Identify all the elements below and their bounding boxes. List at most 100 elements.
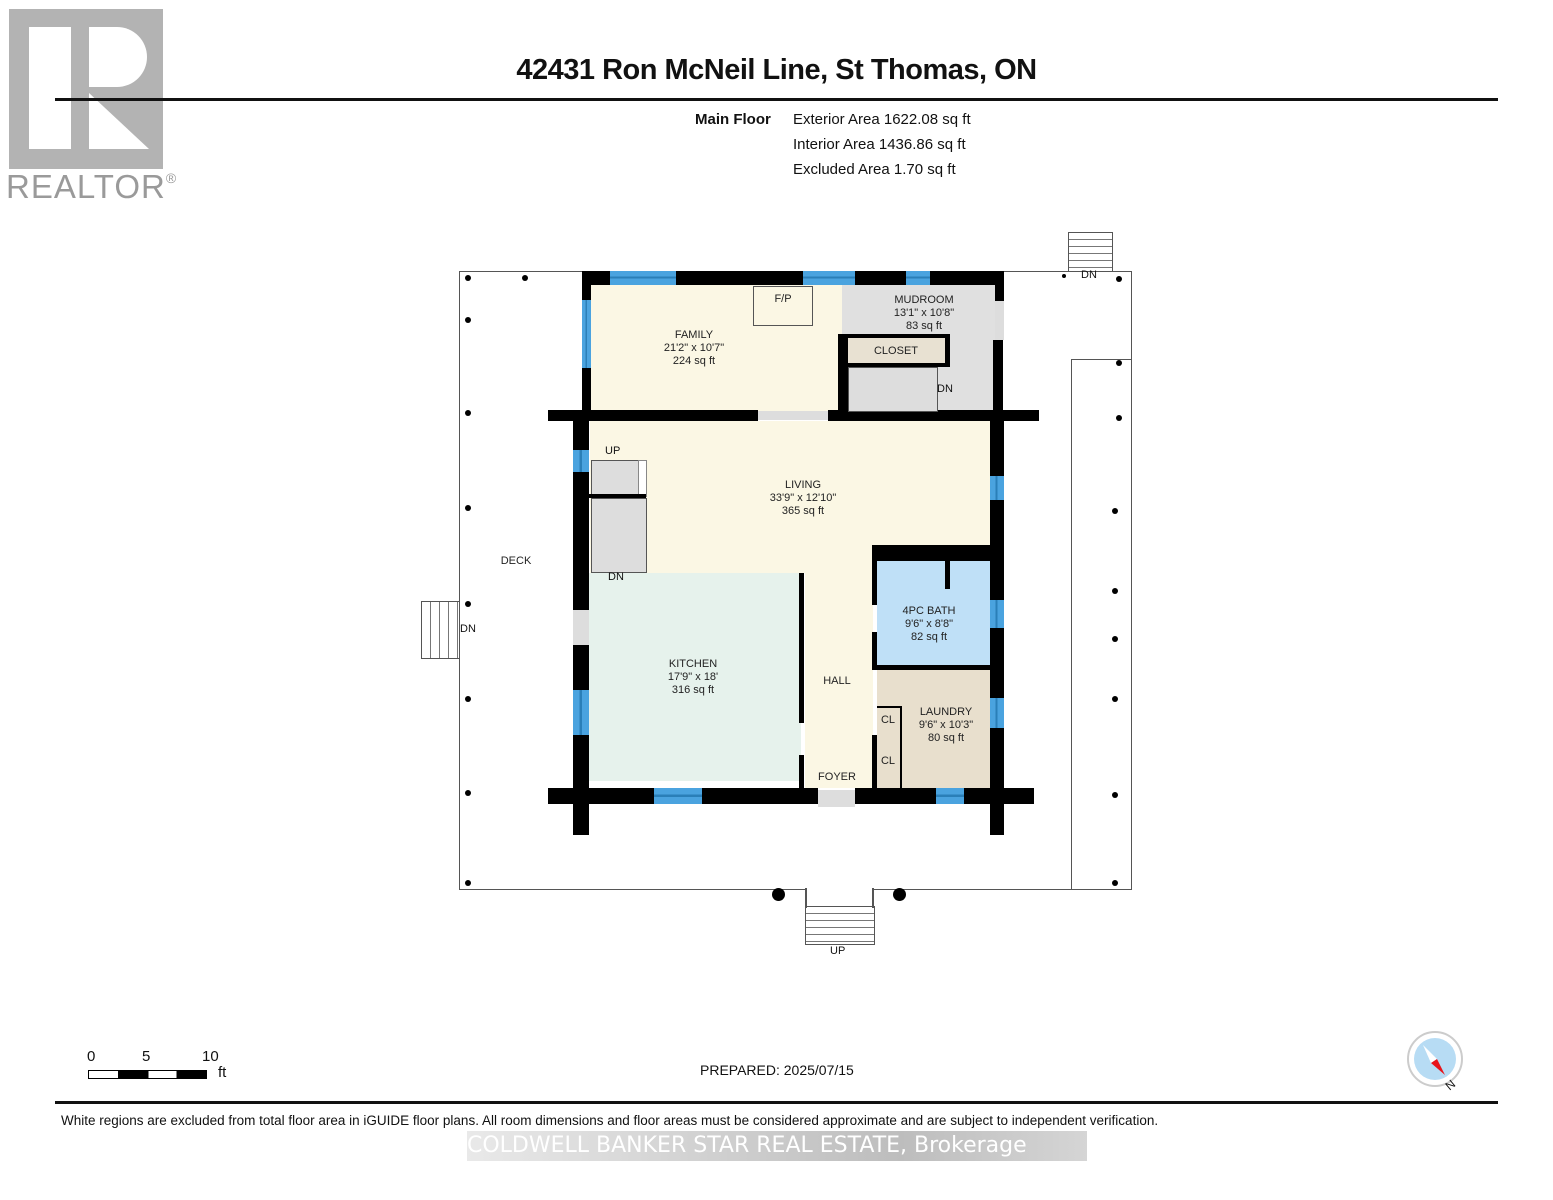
window (990, 476, 1004, 500)
excluded-area: Excluded Area 1.70 sq ft (793, 161, 956, 178)
stairs-up (591, 460, 640, 497)
side-door[interactable] (573, 610, 589, 645)
footer-divider (55, 1101, 1498, 1104)
wall-bath-west-upper (872, 545, 877, 605)
deck-post (465, 317, 471, 323)
page-title: 42431 Ron McNeil Line, St Thomas, ON (516, 54, 1037, 86)
deck-post (893, 888, 906, 901)
floor-label: Main Floor (695, 111, 771, 128)
wall-cl-west (872, 735, 877, 790)
wall-mudroom-east-top (995, 271, 1004, 301)
wall-mid-left (548, 410, 758, 421)
wall-mudroom-east-bottom (993, 340, 1003, 420)
deck-post (1112, 880, 1118, 886)
side-deck-strip (1071, 359, 1131, 889)
header-divider (55, 98, 1498, 101)
wall-closet-east (945, 334, 950, 367)
window (582, 300, 591, 368)
stairs-mudroom-down (848, 367, 938, 412)
room-label-closet: CLOSET (873, 345, 919, 357)
exterior-area: Exterior Area 1622.08 sq ft (793, 111, 971, 128)
deck-post (465, 410, 471, 416)
room-kitchen (588, 573, 801, 781)
window (990, 698, 1004, 728)
deck-post (1112, 508, 1118, 514)
wall-west-upper (573, 420, 589, 610)
deck-post (1112, 696, 1118, 702)
room-label-hall: HALL (823, 675, 851, 687)
room-label-deck: DECK (500, 555, 532, 567)
room-closet (848, 338, 945, 363)
wall-west-lower (573, 645, 589, 835)
wall-north (582, 271, 1003, 285)
scale-unit: ft (218, 1064, 227, 1081)
deck-post (522, 275, 528, 281)
deck-post (1112, 636, 1118, 642)
room-label-fireplace: F/P (774, 293, 792, 305)
deck-post (465, 275, 471, 281)
brokerage-watermark: COLDWELL BANKER STAR REAL ESTATE, Broker… (467, 1131, 1087, 1161)
mudroom-door[interactable] (995, 301, 1004, 340)
window (936, 788, 964, 804)
stair-label-front-up: UP (830, 945, 846, 957)
room-label-cl-1: CL (880, 714, 896, 726)
wall-closet-west (838, 338, 848, 411)
room-family (590, 285, 842, 411)
window (906, 271, 930, 285)
interior-area: Interior Area 1436.86 sq ft (793, 136, 966, 153)
wall-kitchen-hall (799, 573, 804, 723)
deck-post (1116, 415, 1122, 421)
room-hall (805, 560, 873, 788)
window (573, 450, 589, 472)
disclaimer-text: White regions are excluded from total fl… (61, 1113, 1159, 1128)
doorway-family-living (758, 411, 828, 420)
wall-bath-west-lower (872, 632, 877, 670)
wall-bath-divider (945, 561, 950, 589)
deck-post (465, 790, 471, 796)
deck-post (1112, 588, 1118, 594)
deck-stairs-west (421, 601, 460, 659)
closet-cl-2 (877, 735, 902, 788)
stair-label-dn: DN (608, 571, 624, 583)
room-bath (877, 561, 990, 665)
prepared-date: PREPARED: 2025/07/15 (700, 1062, 854, 1078)
front-door[interactable] (818, 790, 855, 807)
deck-post (1116, 276, 1122, 282)
stair-label-deck-west-dn: DN (460, 623, 476, 635)
deck-post (465, 601, 471, 607)
front-step-gap (805, 886, 873, 890)
deck-post (1116, 360, 1122, 366)
wall-mid-right (828, 410, 1039, 421)
room-label-cl-2: CL (880, 755, 896, 767)
deck-post (1112, 792, 1118, 798)
stair-label-up: UP (605, 445, 621, 457)
realtor-wordmark: REALTOR® (6, 168, 178, 205)
wall-kitchen-hall-lower (799, 755, 804, 790)
front-stairs (805, 906, 875, 945)
deck-post (1062, 274, 1066, 278)
window (654, 788, 702, 804)
stair-rail (638, 460, 647, 497)
deck-post (465, 880, 471, 886)
realtor-logo (9, 9, 163, 169)
wall-bath-laundry (872, 665, 992, 670)
front-step-edge-left (805, 888, 807, 908)
compass-icon (1407, 1031, 1463, 1087)
wall-closet-bottom (845, 363, 950, 367)
stairs-down (591, 498, 647, 573)
window (990, 600, 1004, 628)
window (610, 271, 676, 285)
deck-post (465, 696, 471, 702)
deck-stairs-north (1068, 232, 1113, 272)
stair-divider (589, 494, 646, 498)
scale-labels: 0 5 10 (87, 1048, 219, 1065)
room-label-foyer: FOYER (818, 771, 856, 783)
deck-post (465, 505, 471, 511)
